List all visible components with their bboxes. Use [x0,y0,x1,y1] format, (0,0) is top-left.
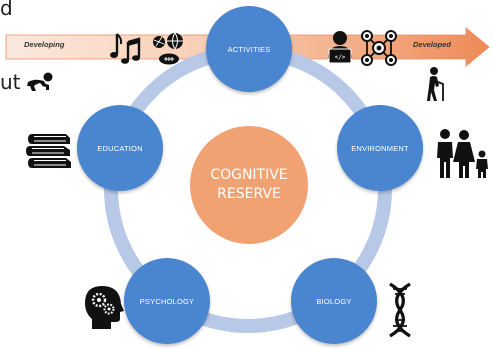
center-label-line1: COGNITIVE [210,167,288,184]
dna-icon [389,282,411,338]
baby-icon [27,72,53,91]
cropped-text-top: d [0,0,13,20]
family-icon [437,129,488,178]
network-icon [361,30,397,66]
head-gears-icon [85,286,124,329]
elderly-icon [427,67,444,101]
center-label-line2: RESERVE [217,186,281,202]
cropped-text-middle: ut [0,70,21,94]
programmer-icon: </> [328,31,352,64]
sports-balls-icon [153,32,183,65]
arrow-label-developed: Developed [413,40,451,49]
node-activities: ACTIVITIES [206,6,292,92]
svg-text:</>: </> [335,54,346,61]
music-notes-icon [110,33,141,64]
books-icon [26,134,71,168]
arrow-label-developing: Developing [24,40,65,49]
node-education: EDUCATION [77,105,163,191]
center-node: COGNITIVE RESERVE [190,126,308,244]
node-biology: BIOLOGY [291,258,377,344]
node-psychology: PSYCHOLOGY [124,258,210,344]
node-environment: ENVIRONMENT [337,105,423,191]
